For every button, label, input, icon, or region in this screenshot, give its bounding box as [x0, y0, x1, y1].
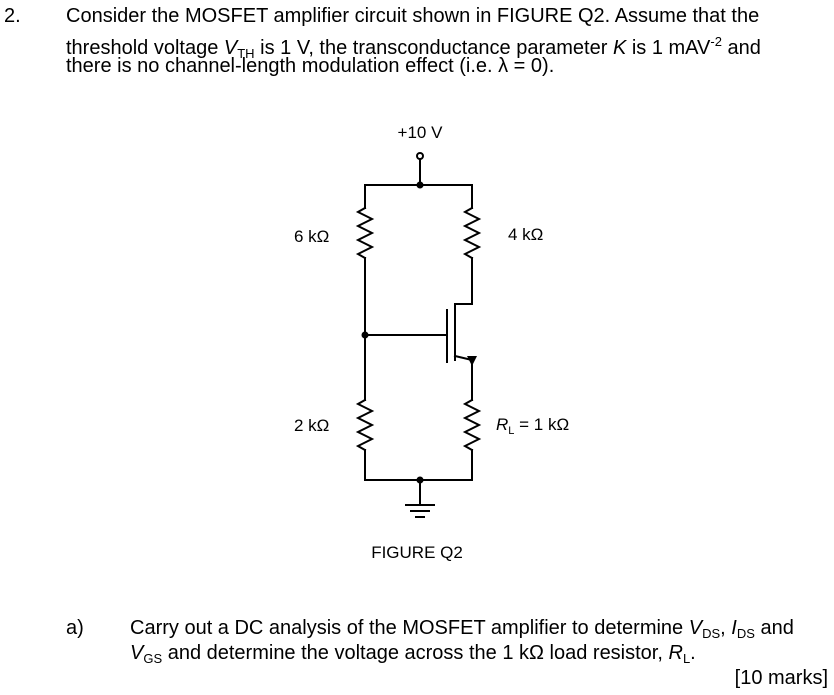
vth-symbol: V [223, 37, 238, 59]
part-a-line-2-text: and determine the voltage across the 1 k… [162, 642, 669, 664]
question-line-1-text: Consider the MOSFET amplifier circuit sh… [66, 5, 760, 27]
vgs-subscript: GS [143, 651, 163, 666]
k-symbol: K [612, 37, 627, 59]
vds-subscript: DS [702, 626, 721, 641]
question-line-3: there is no channel-length modulation ef… [66, 54, 554, 79]
question-line-1: Consider the MOSFET amplifier circuit sh… [66, 4, 759, 29]
rl-symbol-text: R [668, 642, 683, 664]
line2-units: is 1 mAV [626, 37, 711, 59]
resistor-4k [462, 206, 482, 260]
vth-subscript: TH [237, 46, 255, 61]
line2-mid: is 1 V, the transconductance parameter [254, 37, 613, 59]
marks-label: [10 marks] [734, 667, 828, 689]
vgs-symbol: V [130, 642, 144, 664]
question-number: 2. [4, 5, 21, 27]
supply-label: +10 V [398, 123, 444, 142]
r1-label: 6 kΩ [294, 227, 329, 246]
ids-symbol: I [731, 617, 737, 639]
question-line-3-text: there is no channel-length modulation ef… [66, 55, 555, 77]
part-a-label: a) [66, 617, 84, 639]
resistor-rl [462, 398, 482, 452]
line2-start: threshold voltage [66, 37, 224, 59]
part-a-line-2-end: . [690, 642, 696, 664]
separator-comma: , [720, 617, 732, 639]
rl-subscript: L [508, 425, 514, 437]
line2-end: and [721, 37, 761, 59]
ids-subscript: DS [736, 626, 755, 641]
question-line-2: threshold voltage VTH is 1 V, the transc… [66, 29, 761, 66]
part-a-line-1-end: and [754, 617, 794, 639]
resistor-6k [355, 206, 375, 260]
rl-label: RL = 1 kΩ [496, 415, 569, 437]
rl-subscript-text: L [682, 651, 691, 666]
supply-node-dot [416, 181, 424, 189]
r2-label: 2 kΩ [294, 416, 329, 435]
units-exponent: -2 [710, 34, 722, 49]
mosfet-source-arrow [467, 356, 477, 366]
vds-symbol: V [688, 617, 703, 639]
ground-node-dot [416, 476, 424, 484]
rd-label: 4 kΩ [508, 225, 543, 244]
rl-symbol: R [496, 415, 508, 434]
gate-node-dot [361, 331, 369, 339]
rl-value: = 1 kΩ [514, 415, 569, 434]
part-a-line-1: Carry out a DC analysis of the MOSFET am… [130, 616, 794, 646]
part-a-line-2: VGS and determine the voltage across the… [130, 641, 696, 671]
resistor-2k [355, 398, 375, 452]
figure-caption: FIGURE Q2 [371, 543, 463, 562]
part-a-line-1-text: Carry out a DC analysis of the MOSFET am… [130, 617, 689, 639]
